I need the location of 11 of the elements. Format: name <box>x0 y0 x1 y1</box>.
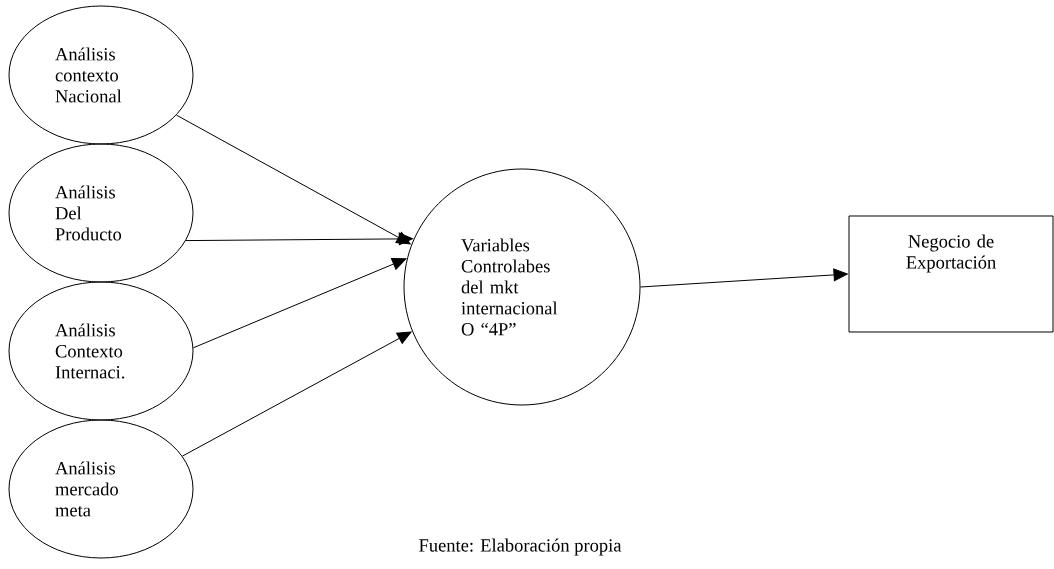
ellipse-node: Análisis Del Producto <box>8 143 194 283</box>
arrow <box>192 258 407 349</box>
ellipse-node: Análisis mercado meta <box>8 419 194 559</box>
ellipse-node: Análisis contexto Nacional <box>8 5 194 145</box>
circle-node: Variables Controlabes del mkt internacional O “4P” <box>403 168 641 406</box>
process-box: Negocio de Exportación <box>848 215 1054 333</box>
arrow <box>185 232 413 246</box>
arrow <box>181 331 412 457</box>
caption: Fuente: Elaboración propia <box>419 538 622 556</box>
ellipse-node: Análisis Contexto Internaci. <box>8 281 194 421</box>
arrow <box>640 268 848 288</box>
